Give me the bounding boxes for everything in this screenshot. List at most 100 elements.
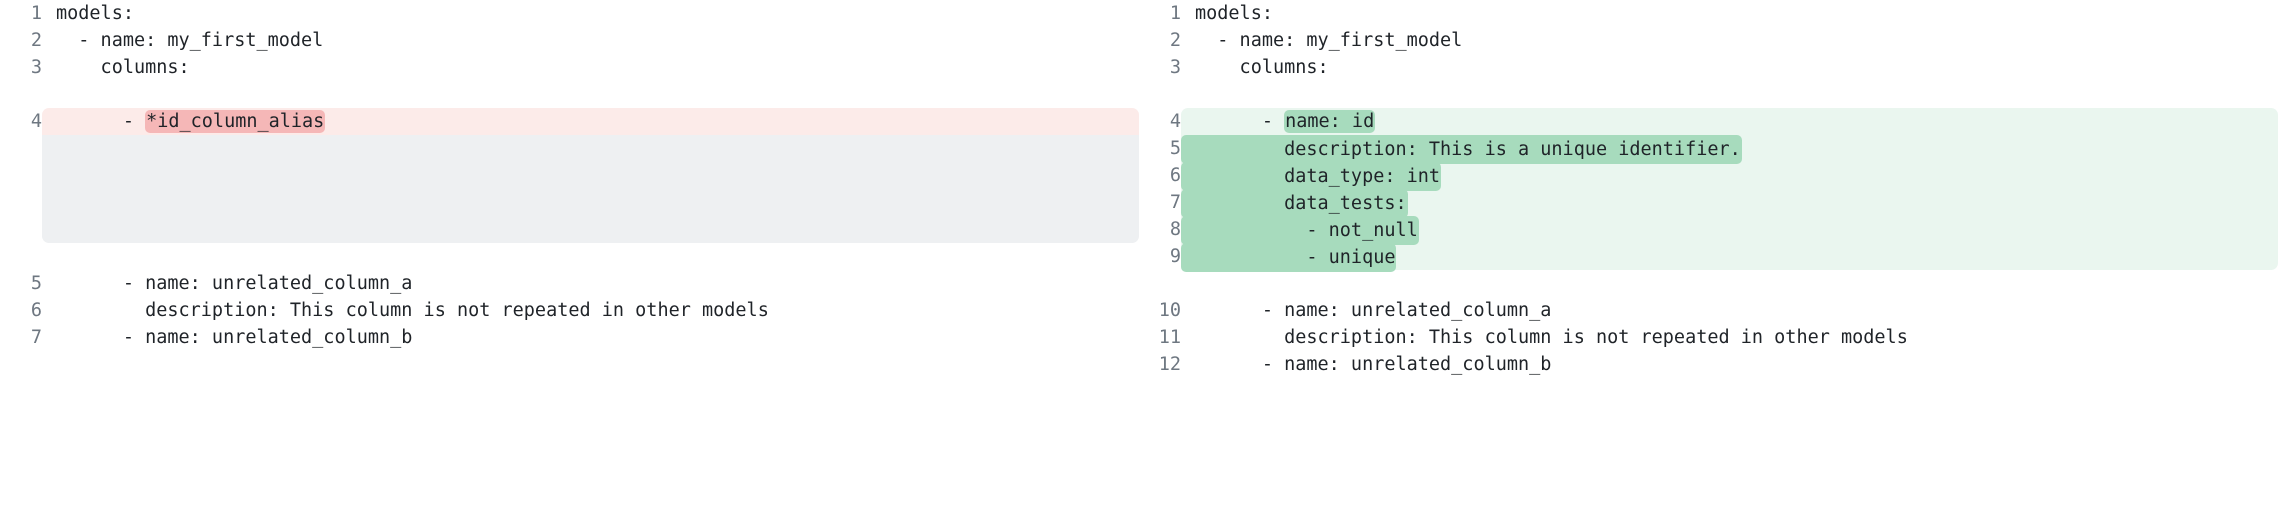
- diff-line: 7 - name: unrelated_column_b: [0, 324, 1139, 351]
- line-number: [1139, 81, 1181, 108]
- diff-line-content: models:: [42, 0, 1139, 27]
- diff-line-content: - name: unrelated_column_b: [1181, 351, 2278, 378]
- line-number: 7: [1169, 192, 1181, 213]
- line-number: 1: [30, 3, 42, 24]
- line-number: [0, 189, 42, 216]
- placeholder-filler: [42, 216, 1139, 243]
- diff-line-content: - name: unrelated_column_a: [1181, 297, 2278, 324]
- diff-line-content: - name: my_first_model: [42, 27, 1139, 54]
- diff-line-content: - name: unrelated_column_a: [42, 270, 1139, 297]
- code-text: description: This column is not repeated…: [1195, 327, 1908, 348]
- diff-line: 8 - not_null: [1139, 216, 2278, 245]
- code-text: models:: [56, 3, 134, 24]
- line-number: [0, 135, 42, 162]
- diff-line-content: - name: unrelated_column_b: [42, 324, 1139, 351]
- diff-line: 2 - name: my_first_model: [0, 27, 1139, 54]
- code-text: models:: [1195, 3, 1273, 24]
- code-text: columns:: [56, 57, 190, 78]
- diff-line: [0, 135, 1139, 162]
- added-text-highlight: description: This is a unique identifier…: [1181, 135, 1742, 164]
- diff-line: 1 models:: [1139, 0, 2278, 27]
- diff-line-content: - unique: [1181, 243, 2278, 272]
- diff-line: 3 columns:: [1139, 54, 2278, 81]
- diff-line: 6 data_type: int: [1139, 162, 2278, 191]
- placeholder-filler: [42, 135, 1139, 162]
- line-number: 5: [1169, 138, 1181, 159]
- line-number: 5: [30, 273, 42, 294]
- diff-line-prefix: -: [1195, 111, 1285, 132]
- diff-line: 6 description: This column is not repeat…: [0, 297, 1139, 324]
- diff-line-content: data_tests:: [1181, 189, 2278, 218]
- line-number: 9: [1169, 246, 1181, 267]
- diff-line-content: data_type: int: [1181, 162, 2278, 191]
- line-number: 1: [1169, 3, 1181, 24]
- diff-line: 2 - name: my_first_model: [1139, 27, 2278, 54]
- line-number: 3: [1169, 57, 1181, 78]
- diff-line: 12 - name: unrelated_column_b: [1139, 351, 2278, 378]
- line-number: 6: [1169, 165, 1181, 186]
- diff-line: 7 data_tests:: [1139, 189, 2278, 218]
- line-number: 12: [1158, 354, 1181, 375]
- code-text: columns:: [1195, 57, 1329, 78]
- diff-line: 5 - name: unrelated_column_a: [0, 270, 1139, 297]
- diff-line: 10 - name: unrelated_column_a: [1139, 297, 2278, 324]
- placeholder-filler: [42, 189, 1139, 216]
- added-text-highlight: - unique: [1181, 243, 1397, 272]
- diff-line-content: [42, 135, 1139, 162]
- diff-line: 4 - *id_column_alias: [0, 108, 1139, 135]
- diff-line: [1139, 81, 2278, 108]
- diff-line-content: columns:: [42, 54, 1139, 81]
- diff-line-content: [42, 243, 1139, 270]
- diff-line-content: description: This is a unique identifier…: [1181, 135, 2278, 164]
- code-text: description: This column is not repeated…: [56, 300, 769, 321]
- line-number: 10: [1158, 300, 1181, 321]
- diff-line: [0, 216, 1139, 243]
- line-number: 7: [30, 327, 42, 348]
- line-number: [0, 216, 42, 243]
- diff-line-content: - *id_column_alias: [42, 108, 1139, 135]
- added-text-highlight: data_type: int: [1181, 162, 1442, 191]
- diff-line: 4 - name: id: [1139, 108, 2278, 135]
- line-number: 11: [1158, 327, 1181, 348]
- line-number: [0, 81, 42, 108]
- code-text: - name: unrelated_column_a: [56, 273, 413, 294]
- diff-line-content: columns:: [1181, 54, 2278, 81]
- diff-line: 5 description: This is a unique identifi…: [1139, 135, 2278, 164]
- line-number: [1139, 270, 1181, 297]
- diff-line: [0, 81, 1139, 108]
- diff-line-content: [42, 216, 1139, 243]
- line-number: 6: [30, 300, 42, 321]
- code-text: - name: unrelated_column_b: [1195, 354, 1552, 375]
- diff-line-content: - name: id: [1181, 108, 2278, 135]
- diff-line: 11 description: This column is not repea…: [1139, 324, 2278, 351]
- diff-line: [1139, 270, 2278, 297]
- code-text: - name: my_first_model: [1195, 30, 1463, 51]
- placeholder-filler: [42, 162, 1139, 189]
- line-number: 4: [1169, 111, 1181, 132]
- diff-line: 9 - unique: [1139, 243, 2278, 272]
- diff-line-content: [42, 162, 1139, 189]
- code-text: - name: unrelated_column_a: [1195, 300, 1552, 321]
- line-number: 8: [1169, 219, 1181, 240]
- deleted-text-highlight: *id_column_alias: [145, 110, 326, 133]
- line-number: 4: [30, 111, 42, 132]
- diff-line-content: description: This column is not repeated…: [42, 297, 1139, 324]
- code-text: - name: unrelated_column_b: [56, 327, 413, 348]
- diff-line-content: [1181, 81, 2278, 108]
- diff-line-content: [1181, 270, 2278, 297]
- diff-line-content: description: This column is not repeated…: [1181, 324, 2278, 351]
- code-text: - name: my_first_model: [56, 30, 324, 51]
- diff-line-prefix: -: [56, 111, 146, 132]
- diff-line-content: - name: my_first_model: [1181, 27, 2278, 54]
- added-text-highlight: - not_null: [1181, 216, 1419, 245]
- diff-line: 3 columns:: [0, 54, 1139, 81]
- line-number: [0, 162, 42, 189]
- diff-line-content: [42, 189, 1139, 216]
- diff-line-content: - not_null: [1181, 216, 2278, 245]
- diff-line-content: models:: [1181, 0, 2278, 27]
- line-number: 3: [30, 57, 42, 78]
- diff-line: [0, 189, 1139, 216]
- diff-line-content: [42, 81, 1139, 108]
- added-text-highlight: name: id: [1284, 110, 1376, 133]
